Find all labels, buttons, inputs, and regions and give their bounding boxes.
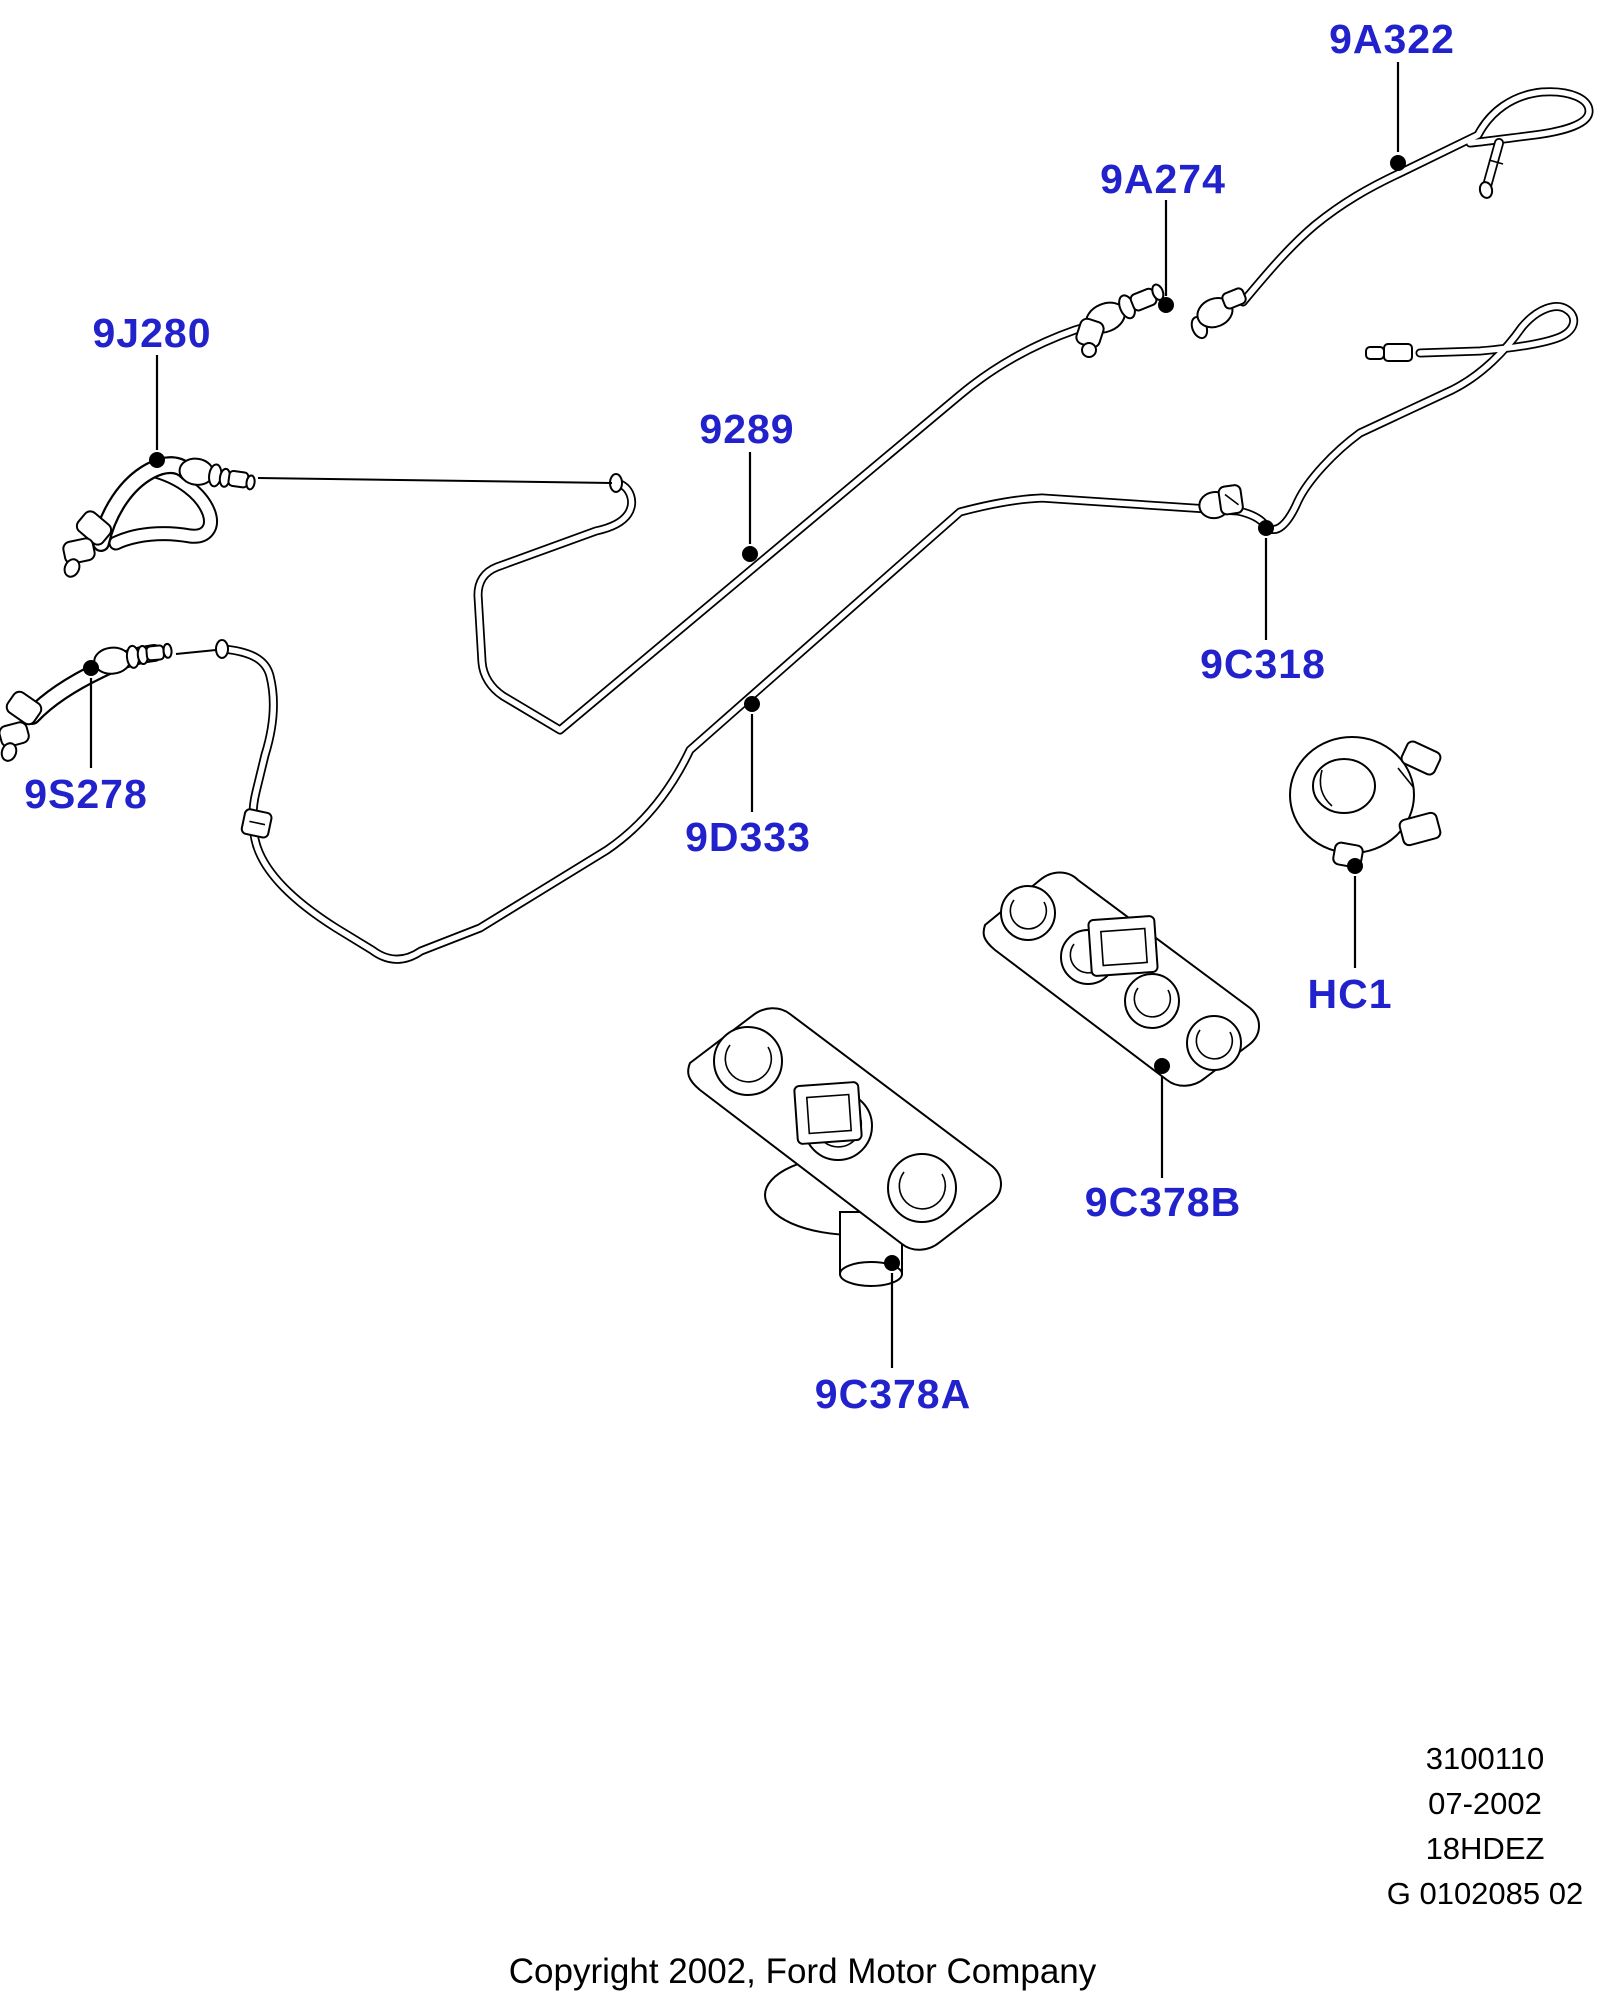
tube-nipple-fitting [1383, 343, 1413, 362]
fuel-tube-9a322-drawing [1238, 87, 1594, 307]
clip-9c378a-drawing [687, 1007, 1002, 1287]
quick-connector [93, 642, 173, 675]
callout-9d333: 9D333 [685, 696, 811, 860]
leader-dot [1390, 155, 1406, 171]
callout-9s278: 9S278 [24, 660, 148, 817]
clamp-hc1-drawing [1289, 736, 1442, 869]
callout-9c318: 9C318 [1200, 520, 1326, 687]
callout-9289: 9289 [699, 406, 794, 562]
tube-end-cap [1478, 181, 1494, 199]
drawing-info-block: 3100110 07-2002 18HDEZ G 0102085 02 [1354, 1736, 1605, 1916]
callout-9c378a: 9C378A [815, 1255, 971, 1417]
callout-9a274: 9A274 [1100, 156, 1226, 313]
clip-9c378b-drawing [982, 871, 1260, 1087]
drawing-date: 07-2002 [1428, 1786, 1542, 1821]
tube-end-cap [215, 639, 229, 659]
elbow-fitting [0, 690, 43, 762]
quick-connector-right [1190, 287, 1247, 340]
line-retainer-clip-small [240, 808, 273, 839]
connector-9a274-drawing [1075, 283, 1247, 358]
part-label-9c318[interactable]: 9C318 [1200, 641, 1326, 687]
tube-nipple-tip [1365, 346, 1385, 360]
part-label-9a274[interactable]: 9A274 [1100, 156, 1226, 202]
part-label-9d333[interactable]: 9D333 [685, 814, 811, 860]
drawing-code: 18HDEZ [1425, 1831, 1545, 1866]
hose-9j280-drawing [62, 456, 613, 578]
connection-line [257, 477, 613, 484]
leader-dot [1158, 297, 1174, 313]
callout-9c378b: 9C378B [1085, 1058, 1241, 1225]
hose-9s278-drawing [0, 642, 217, 762]
leader-dot [1258, 520, 1274, 536]
callout-9j280: 9J280 [92, 310, 211, 468]
clip-9c318-drawing [1198, 484, 1244, 520]
callout-9a322: 9A322 [1329, 16, 1455, 171]
part-label-9s278[interactable]: 9S278 [24, 771, 148, 817]
leader-dot [884, 1255, 900, 1271]
leader-dot [149, 452, 165, 468]
leader-dot [744, 696, 760, 712]
part-label-hc1[interactable]: HC1 [1307, 971, 1392, 1017]
fuel-tube-9d333-drawing [215, 302, 1579, 964]
part-label-9j280[interactable]: 9J280 [92, 310, 211, 356]
part-label-9289[interactable]: 9289 [699, 406, 794, 452]
fuel-tube-9289-drawing [473, 318, 1103, 735]
elbow-fitting [62, 510, 113, 578]
part-label-9a322[interactable]: 9A322 [1329, 16, 1455, 62]
leader-dot [1347, 858, 1363, 874]
quick-connector [178, 457, 256, 491]
drawing-reference: G 0102085 02 [1386, 1876, 1584, 1911]
drawing-number: 3100110 [1425, 1741, 1545, 1776]
part-label-9c378b[interactable]: 9C378B [1085, 1179, 1241, 1225]
callout-hc1: HC1 [1307, 858, 1392, 1017]
copyright-text: Copyright 2002, Ford Motor Company [508, 1952, 1097, 1991]
connection-line [175, 649, 217, 655]
part-label-9c378a[interactable]: 9C378A [815, 1371, 971, 1417]
leader-dot [742, 546, 758, 562]
leader-dot [1154, 1058, 1170, 1074]
elbow-left [1075, 317, 1105, 358]
leader-dot [83, 660, 99, 676]
